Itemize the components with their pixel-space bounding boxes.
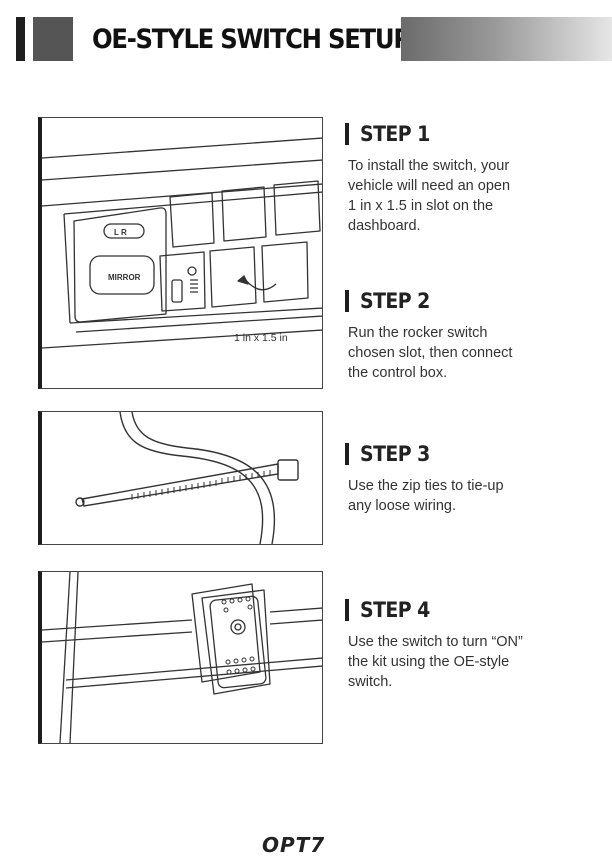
step-title: STEP 4 <box>360 598 430 622</box>
header-gradient-bar <box>401 17 612 61</box>
lr-switch-label: L R <box>114 228 127 237</box>
step-accent-bar <box>345 599 349 621</box>
step-text: Use the zip ties to tie-up any loose wir… <box>348 478 504 514</box>
header-accent-bar <box>16 17 25 61</box>
step-title: STEP 3 <box>360 442 430 466</box>
step-accent-bar <box>345 443 349 465</box>
step-text: Run the rocker switch chosen slot, then … <box>348 325 513 381</box>
step-accent-bar <box>345 123 349 145</box>
step-title: STEP 1 <box>360 122 430 146</box>
zip-tie-illustration <box>38 411 323 545</box>
header-accent-block <box>33 17 73 61</box>
slot-dimension-label: 1 in x 1.5 in <box>234 332 288 344</box>
step-text: To install the switch, your vehicle will… <box>348 158 511 234</box>
step-accent-bar <box>345 290 349 312</box>
brand-logo: OPT7 <box>262 833 326 857</box>
dashboard-illustration: 1 in x 1.5 in MIRROR L R <box>38 117 323 389</box>
step-title: STEP 2 <box>360 289 430 313</box>
mirror-label: MIRROR <box>108 273 141 282</box>
page-title: OE-STYLE SWITCH SETUP <box>92 24 411 55</box>
rocker-switch-illustration <box>38 571 323 744</box>
step-text: Use the switch to turn “ON” the kit usin… <box>348 634 523 690</box>
